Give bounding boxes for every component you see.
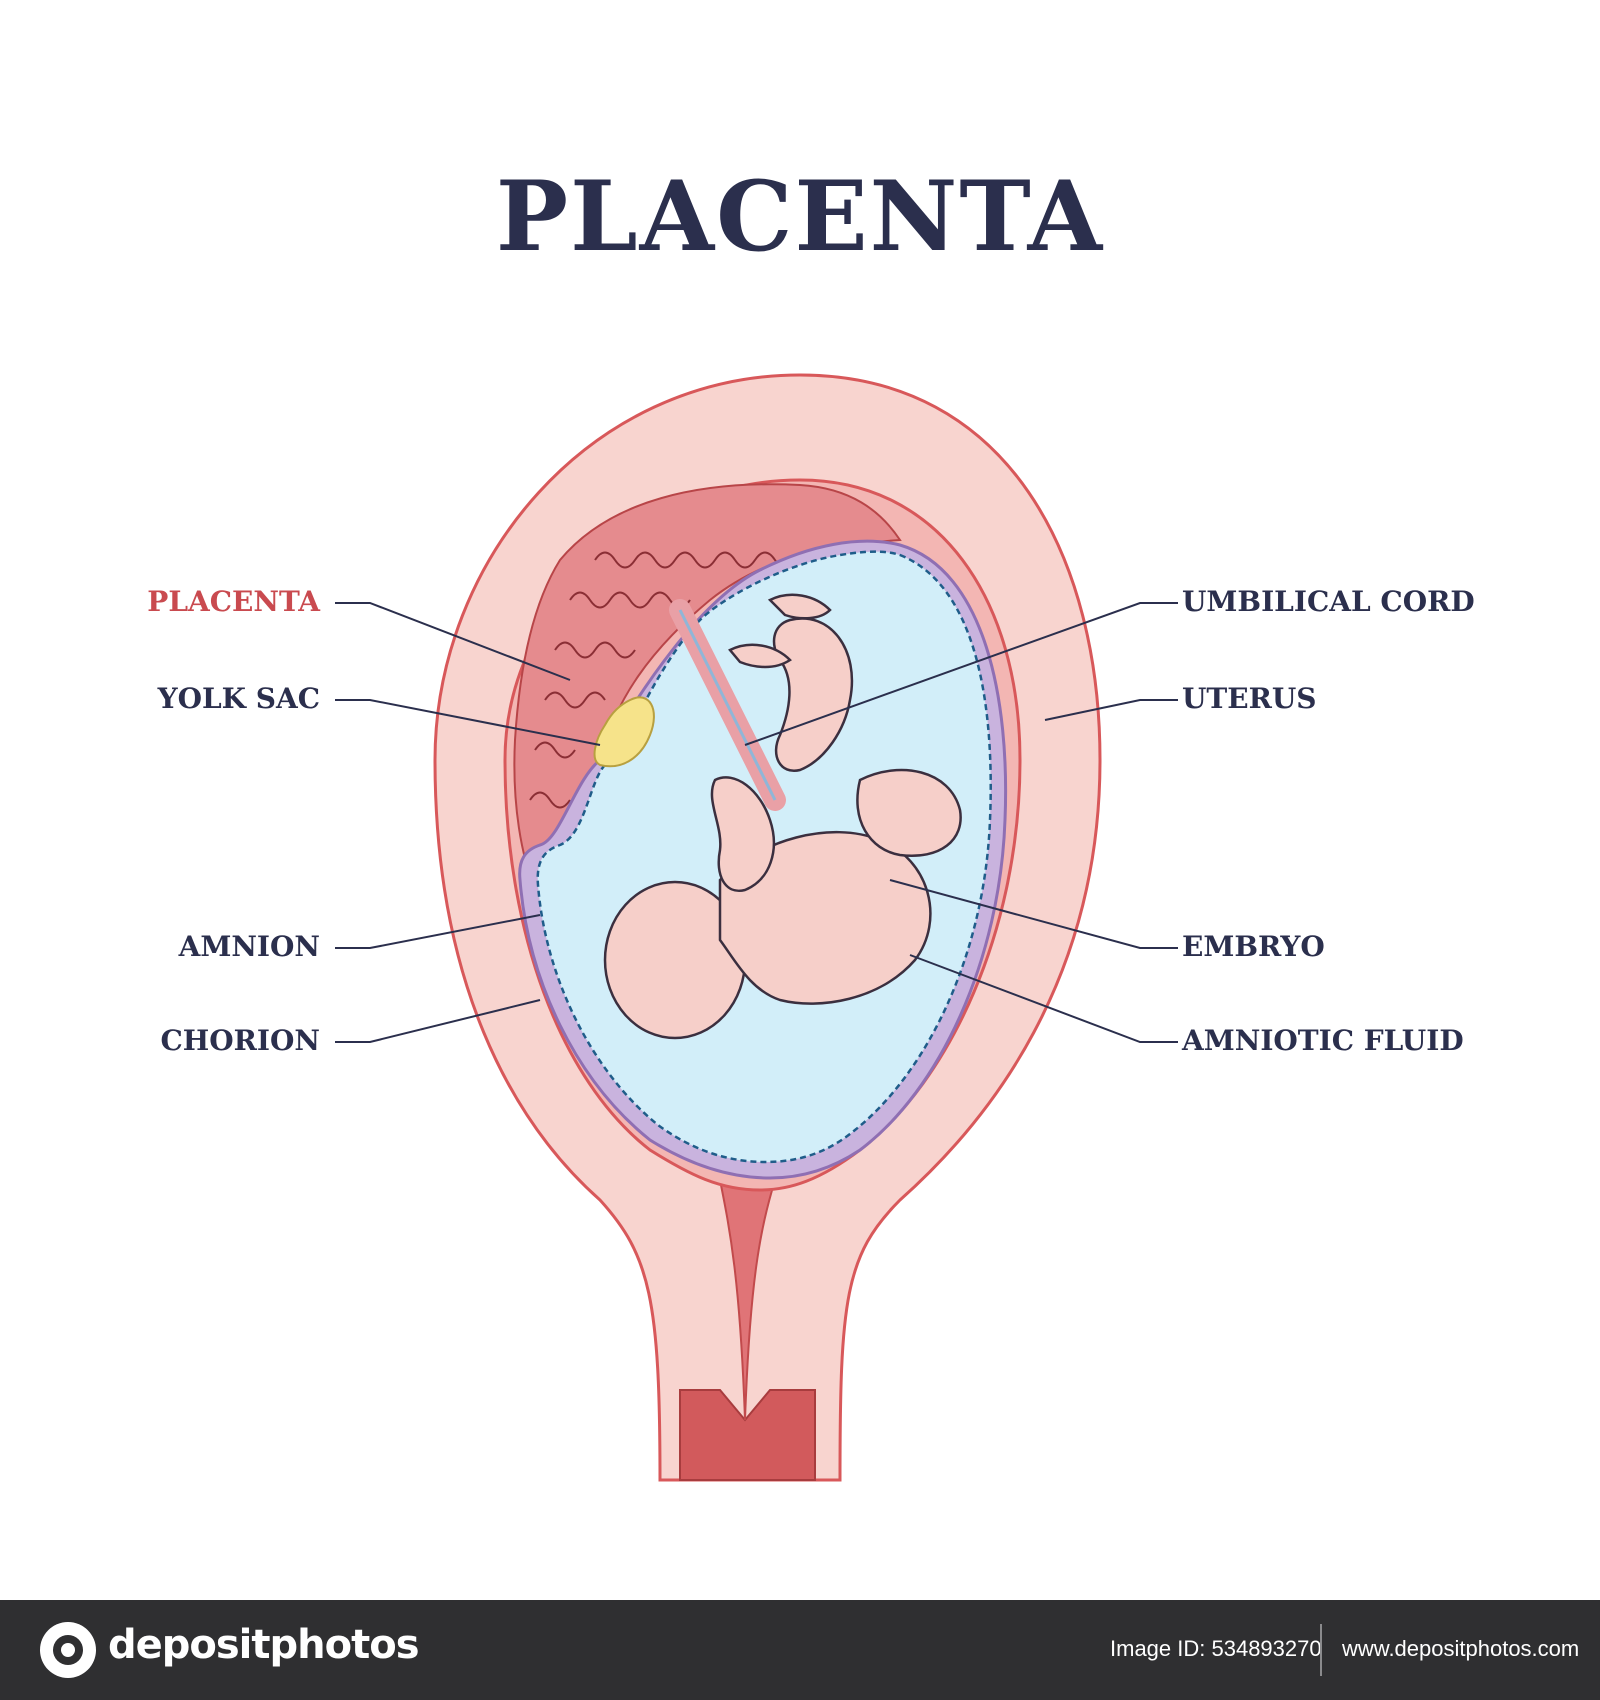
embryo-arm (710, 776, 775, 893)
leader-embryo (889, 879, 1178, 949)
brand-name: depositphotos (108, 1622, 420, 1668)
embryo (603, 593, 962, 1040)
label-amniotic-fluid: AMNIOTIC FLUID (1182, 1024, 1464, 1057)
image-id: Image ID: 534893270 (1110, 1636, 1322, 1661)
site-url: www.depositphotos.com (1342, 1636, 1580, 1661)
embryo-foot (767, 593, 832, 620)
label-placenta: PLACENTA (147, 585, 320, 618)
leader-umbilical-cord (744, 602, 1178, 746)
label-embryo: EMBRYO (1182, 930, 1325, 963)
label-chorion: CHORION (160, 1024, 320, 1057)
embryo-leg-upper (856, 768, 962, 858)
embryo-foot-2 (728, 643, 792, 669)
footer-divider (1320, 1624, 1322, 1676)
depositphotos-logo-icon (40, 1622, 96, 1678)
leader-uterus (1044, 699, 1178, 721)
yolk-sac-shape (593, 696, 655, 768)
placenta-villi (529, 551, 796, 809)
leader-chorion (335, 999, 541, 1043)
cervix (679, 1389, 816, 1481)
leader-amniotic-fluid (909, 954, 1178, 1043)
page-title: PLACENTA (495, 160, 1105, 273)
uterus-illustration (433, 373, 1102, 1482)
leader-placenta (335, 602, 571, 681)
embryo-torso (718, 830, 932, 1005)
label-uterus: UTERUS (1182, 682, 1317, 715)
label-amnion: AMNION (178, 930, 320, 963)
label-umbilical-cord: UMBILICAL CORD (1182, 585, 1475, 618)
uterine-canal (718, 1179, 777, 1421)
label-yolk-sac: YOLK SAC (157, 682, 320, 715)
leader-lines (335, 602, 1178, 1043)
placenta-tissue (513, 483, 902, 903)
leader-amnion (335, 914, 541, 949)
leader-yolk-sac (335, 699, 601, 746)
footer-bar: depositphotos Image ID: 534893270 www.de… (0, 1600, 1600, 1700)
